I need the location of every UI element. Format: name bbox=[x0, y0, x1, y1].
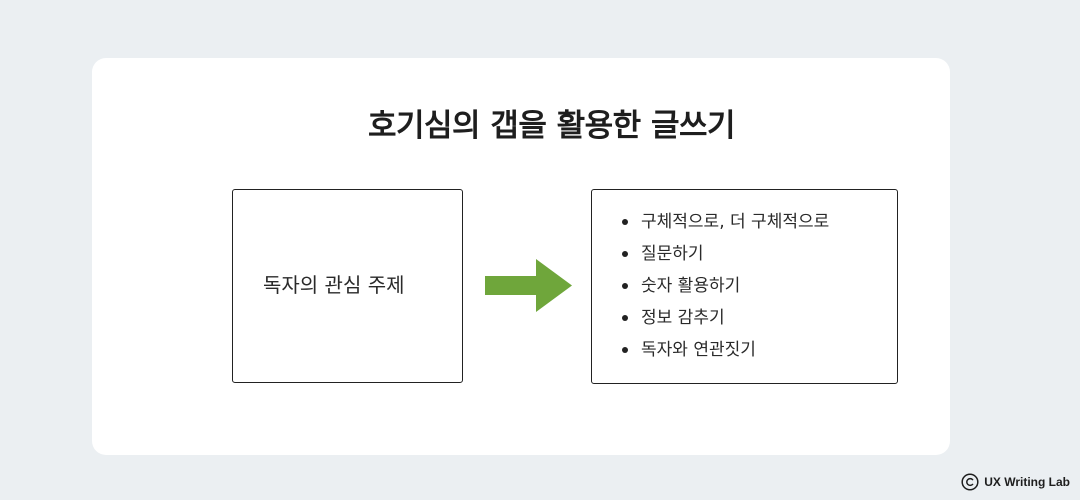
bullet-icon bbox=[622, 219, 628, 225]
list-item: 독자와 연관짓기 bbox=[622, 334, 829, 366]
list-item-label: 질문하기 bbox=[641, 244, 704, 264]
bullet-icon bbox=[622, 251, 628, 257]
reader-interest-label: 독자의 관심 주제 bbox=[263, 273, 405, 297]
diagram-title: 호기심의 갭을 활용한 글쓰기 bbox=[367, 108, 736, 144]
right-arrow-icon bbox=[485, 259, 572, 312]
list-item: 질문하기 bbox=[622, 238, 829, 270]
techniques-list: 구체적으로, 더 구체적으로 질문하기 숫자 활용하기 정보 감추기 독자와 연… bbox=[622, 206, 829, 366]
list-item-label: 숫자 활용하기 bbox=[641, 276, 741, 296]
bullet-icon bbox=[622, 315, 628, 321]
reader-interest-box: 독자의 관심 주제 bbox=[232, 189, 463, 383]
list-item-label: 정보 감추기 bbox=[641, 308, 725, 328]
list-item-label: 구체적으로, 더 구체적으로 bbox=[641, 212, 830, 232]
bullet-icon bbox=[622, 347, 628, 353]
copyright-icon bbox=[961, 473, 979, 491]
footer-credit: UX Writing Lab bbox=[961, 473, 1070, 491]
list-item: 구체적으로, 더 구체적으로 bbox=[622, 206, 829, 238]
list-item: 정보 감추기 bbox=[622, 302, 829, 334]
techniques-box: 구체적으로, 더 구체적으로 질문하기 숫자 활용하기 정보 감추기 독자와 연… bbox=[591, 189, 898, 384]
bullet-icon bbox=[622, 283, 628, 289]
list-item: 숫자 활용하기 bbox=[622, 270, 829, 302]
footer-label: UX Writing Lab bbox=[984, 475, 1070, 489]
list-item-label: 독자와 연관짓기 bbox=[641, 340, 756, 360]
